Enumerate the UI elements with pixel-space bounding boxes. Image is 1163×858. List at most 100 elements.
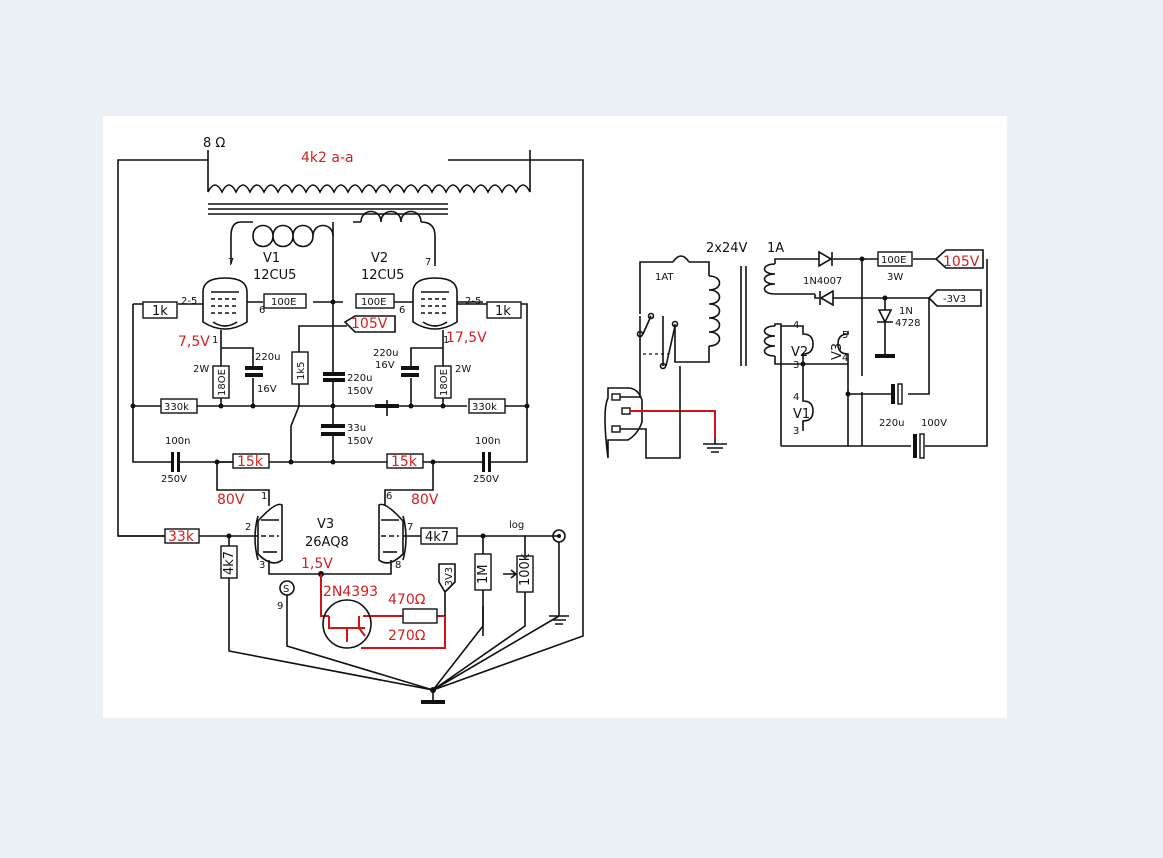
neg-wires <box>775 293 929 299</box>
inlet-pin-neutral <box>611 425 621 433</box>
r1k5-value: 1k5 <box>296 361 307 380</box>
neg-flag-amp <box>438 563 456 616</box>
r4k7-ground-wire <box>228 578 434 691</box>
v2-type: 12CU5 <box>361 268 404 283</box>
v2-pin7: 7 <box>425 257 431 268</box>
v1-label: V1 <box>263 251 280 266</box>
v1-screen-resistor <box>263 293 307 309</box>
v1-cathode-wires <box>220 330 254 406</box>
r15k-right <box>386 453 424 469</box>
r15k-left-value: 15k <box>237 454 264 470</box>
v2-resistor-wattage: 2W <box>455 364 471 375</box>
schematic-sheet: 8 Ω 4k2 a-a 7 V1 12CU5 2-5 6 1 7 V2 12CU… <box>103 116 1007 718</box>
v2-grid-wire <box>457 303 528 406</box>
filter-wires <box>781 259 988 447</box>
r270-value: 270Ω <box>388 628 426 644</box>
primary-wires <box>639 261 710 363</box>
v1-cathode-resistor-value: 18OE <box>217 369 228 396</box>
r330k-left <box>160 398 198 414</box>
transformer-rating: 2x24V <box>706 241 748 256</box>
filter-cap-voltage: 100V <box>921 418 947 429</box>
rectifier-type: 1N4007 <box>803 276 842 287</box>
v1-grid-wire <box>132 303 203 406</box>
r4k7-grid-value: 4k7 <box>222 551 237 575</box>
heater-v3: V3 <box>830 343 845 360</box>
v2-cathode-voltage: 17,5V <box>446 330 487 346</box>
v3-pin7: 7 <box>407 522 413 533</box>
input-ground <box>432 542 569 691</box>
shield-label: S <box>283 584 289 595</box>
v1-cathode-cap-voltage: 16V <box>257 384 277 395</box>
v3-right-anode-voltage: 80V <box>411 492 439 508</box>
zener-type-2: 4728 <box>895 318 920 329</box>
v2-cathode-resistor <box>434 365 452 399</box>
v1-cathode-resistor <box>212 365 230 399</box>
ht-resistor-wattage: 3W <box>887 272 903 283</box>
v2-pin6: 6 <box>399 305 405 316</box>
bplus-voltage: 105V <box>351 316 388 332</box>
v2-label: V2 <box>371 251 388 266</box>
v2-grid-resistor <box>486 301 522 319</box>
zener-diode <box>877 298 930 395</box>
v3-heater-pin4: 4 <box>842 353 848 364</box>
v3-cathode-voltage: 1,5V <box>301 556 333 572</box>
heater-v2: V2 <box>791 345 808 360</box>
neg-supply-amp: -3V3 <box>444 567 455 590</box>
v2-cathode-cap-voltage: 16V <box>375 360 395 371</box>
fuse-rating: 1AT <box>655 272 674 283</box>
earth-wire <box>630 410 716 438</box>
left-coupling-voltage: 250V <box>161 474 187 485</box>
transformer-impedance-label: 4k2 a-a <box>301 150 354 166</box>
inlet-pin-earth <box>621 407 631 415</box>
bplus-wires <box>298 302 347 376</box>
left-coupling-wire <box>132 406 233 463</box>
zener-type-1: 1N <box>899 306 913 317</box>
v1-heater-pin3: 3 <box>793 426 799 437</box>
v2-heater-pin3: 3 <box>793 360 799 371</box>
v1-pin1: 1 <box>212 335 218 346</box>
secondary-windings <box>763 263 776 357</box>
fuse <box>672 255 690 263</box>
v3-type: 26AQ8 <box>305 535 349 550</box>
ht-resistor <box>877 251 913 267</box>
v2-heater-pin4: 4 <box>793 320 799 331</box>
bplus-cap-value: 220u <box>347 373 372 384</box>
rectifier-diode <box>818 250 833 268</box>
right-coupling-cap: 100n <box>475 436 500 447</box>
r470 <box>402 608 438 624</box>
v2-grid-resistor-value: 1k <box>495 304 511 319</box>
v3-left-anode-voltage: 80V <box>217 492 245 508</box>
inlet-pin-live <box>611 393 621 401</box>
r4k7-output <box>420 527 458 545</box>
neg-diode <box>819 289 834 307</box>
v1-grid-resistor-value: 1k <box>152 304 168 319</box>
filter-cap-value: 220u <box>879 418 904 429</box>
v1-pin25: 2-5 <box>181 296 197 307</box>
r33k-value: 33k <box>168 529 195 545</box>
v1-cathode-cap-value: 220u <box>255 352 280 363</box>
volume-pot-value: 100k <box>518 553 533 586</box>
v1-resistor-wattage: 2W <box>193 364 209 375</box>
v1-pin6: 6 <box>259 305 265 316</box>
v2-screen-resistor-value: 100E <box>361 297 386 308</box>
output-transformer <box>207 150 531 301</box>
neg-output-voltage: -3V3 <box>943 294 966 305</box>
jfet-type: 2N4393 <box>323 584 378 600</box>
ht-output-voltage: 105V <box>943 254 980 270</box>
mains-inlet <box>604 387 643 459</box>
v3-pin3: 3 <box>259 560 265 571</box>
v1-pin7: 7 <box>228 257 234 268</box>
v3-pin9: 9 <box>277 601 283 612</box>
primary-winding <box>708 275 721 347</box>
mains-switch <box>639 315 676 367</box>
r4k7-output-value: 4k7 <box>425 530 449 545</box>
ht-resistor-value: 100E <box>881 255 906 266</box>
v3-label: V3 <box>317 517 334 532</box>
r330k-right-value: 330k <box>472 402 497 413</box>
tube-v2 <box>412 277 458 330</box>
heater-v1: V1 <box>793 407 810 422</box>
ht-output-flag <box>934 249 984 269</box>
mains-earth <box>703 438 727 453</box>
pot-taper: log <box>509 520 524 531</box>
v2-screen-resistor <box>355 293 395 309</box>
